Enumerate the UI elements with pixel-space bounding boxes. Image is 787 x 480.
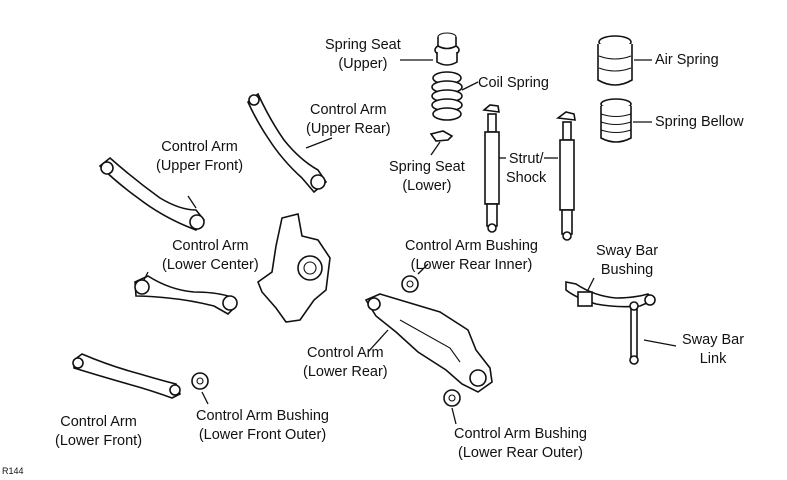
label-strut-shock: Strut/Shock <box>506 151 547 186</box>
label-spring-seat-upper: Spring Seat(Upper) <box>325 37 401 72</box>
label-control-arm-lower-front: Control Arm(Lower Front) <box>55 414 143 449</box>
control-arm-lower-center-part <box>134 275 238 315</box>
sway-bar-part <box>565 281 656 308</box>
label-spring-seat-lower: Spring Seat(Lower) <box>389 159 465 194</box>
label-control-arm-bushing-lower-front-outer: Control Arm Bushing(Lower Front Outer) <box>196 408 329 443</box>
control-arm-upper-front-part <box>98 156 206 231</box>
air-spring-part <box>597 35 633 86</box>
label-control-arm-upper-front: Control Arm(Upper Front) <box>156 139 244 174</box>
control-arm-upper-rear-part <box>247 92 328 194</box>
strut-shock-left-part <box>482 104 500 233</box>
label-air-spring: Air Spring <box>655 52 719 68</box>
label-coil-spring: Coil Spring <box>478 75 549 91</box>
strut-shock-right-part <box>555 111 576 241</box>
label-spring-bellow: Spring Bellow <box>655 114 744 130</box>
sway-bar-link-part <box>629 301 639 365</box>
reference-code: R144 <box>2 466 24 476</box>
bushing-lower-rear-inner-part <box>401 275 419 293</box>
label-control-arm-upper-rear: Control Arm(Upper Rear) <box>306 102 391 137</box>
spring-bellow-part <box>600 98 632 143</box>
control-arm-lower-rear-part <box>364 293 493 393</box>
control-arm-lower-front-part <box>72 353 182 399</box>
leader-lines <box>143 59 677 425</box>
label-control-arm-lower-center: Control Arm(Lower Center) <box>162 238 259 273</box>
spring-seat-upper-part <box>434 32 460 66</box>
label-control-arm-bushing-lower-rear-inner: Control Arm Bushing(Lower Rear Inner) <box>405 238 538 273</box>
label-control-arm-bushing-lower-rear-outer: Control Arm Bushing(Lower Rear Outer) <box>454 426 587 461</box>
spring-seat-lower-part <box>429 130 454 142</box>
label-control-arm-lower-rear: Control Arm(Lower Rear) <box>303 345 388 380</box>
bushing-lower-rear-outer-part <box>443 389 461 407</box>
coil-spring-part <box>431 71 463 121</box>
knuckle-part <box>257 213 331 323</box>
bushing-lower-front-outer-part <box>191 372 209 390</box>
